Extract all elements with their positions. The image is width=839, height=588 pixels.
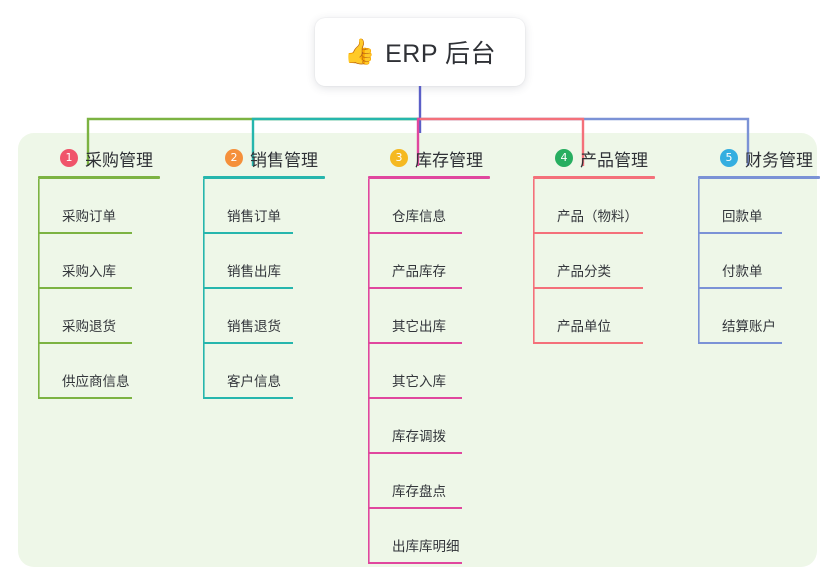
list-item[interactable]: 客户信息 [203,344,325,399]
list-item-underline [368,287,462,289]
list-item-label: 销售订单 [227,209,281,224]
column-underline-2 [203,176,325,179]
column-underline-4 [533,176,655,179]
list-item-label: 产品库存 [392,264,446,279]
list-item-label: 付款单 [722,264,763,279]
list-item-label: 结算账户 [722,319,776,334]
thumbs-up-icon: 👍 [343,37,376,66]
list-item-label: 销售出库 [227,264,281,279]
column-5: 5 财务管理回款单付款单结算账户 [698,146,820,344]
column-badge-2: 2 [225,149,243,167]
list-item-underline [368,562,462,564]
list-item-underline [368,342,462,344]
column-1: 1 采购管理采购订单采购入库采购退货供应商信息 [38,146,160,399]
list-item-label: 采购退货 [62,319,116,334]
columns-panel [18,133,817,567]
root-node[interactable]: 👍 ERP 后台 [315,18,525,86]
column-badge-3: 3 [390,149,408,167]
column-underline-3 [368,176,490,179]
column-title-1: 采购管理 [85,150,153,170]
column-title-5: 财务管理 [745,150,813,170]
list-item-underline [38,342,132,344]
list-item-underline [533,287,643,289]
list-item-underline [368,232,462,234]
list-item-label: 采购订单 [62,209,116,224]
column-header-3[interactable]: 3 库存管理 [368,146,483,170]
column-badge-5: 5 [720,149,738,167]
list-item[interactable]: 仓库信息 [368,179,490,234]
list-item-underline [368,397,462,399]
list-item-label: 销售退货 [227,319,281,334]
list-item-underline [368,452,462,454]
list-item[interactable]: 其它出库 [368,289,490,344]
column-items-5: 回款单付款单结算账户 [698,179,820,344]
list-item-label: 客户信息 [227,374,281,389]
list-item[interactable]: 销售出库 [203,234,325,289]
list-item-label: 产品分类 [557,264,611,279]
list-item-label: 其它入库 [392,374,446,389]
list-item[interactable]: 产品单位 [533,289,655,344]
column-items-2: 销售订单销售出库销售退货客户信息 [203,179,325,399]
list-item[interactable]: 采购退货 [38,289,160,344]
list-item-underline [368,507,462,509]
list-item[interactable]: 结算账户 [698,289,820,344]
list-item-underline [38,232,132,234]
list-item[interactable]: 销售退货 [203,289,325,344]
list-item-label: 仓库信息 [392,209,446,224]
column-title-3: 库存管理 [415,150,483,170]
list-item-underline [203,287,293,289]
list-item[interactable]: 产品库存 [368,234,490,289]
list-item[interactable]: 产品分类 [533,234,655,289]
list-item-underline [38,397,132,399]
column-title-4: 产品管理 [580,150,648,170]
list-item-label: 出库库明细 [392,539,460,554]
list-item-label: 库存盘点 [392,484,446,499]
list-item-underline [698,287,782,289]
list-item-underline [533,232,643,234]
column-header-1[interactable]: 1 采购管理 [38,146,153,170]
column-badge-1: 1 [60,149,78,167]
list-item[interactable]: 付款单 [698,234,820,289]
column-items-3: 仓库信息产品库存其它出库其它入库库存调拨库存盘点出库库明细 [368,179,490,564]
column-underline-1 [38,176,160,179]
list-item-label: 其它出库 [392,319,446,334]
list-item[interactable]: 回款单 [698,179,820,234]
list-item-label: 回款单 [722,209,763,224]
list-item[interactable]: 采购订单 [38,179,160,234]
list-item-underline [698,232,782,234]
list-item-underline [698,342,782,344]
list-item-underline [38,287,132,289]
list-item[interactable]: 库存盘点 [368,454,490,509]
list-item[interactable]: 采购入库 [38,234,160,289]
list-item-label: 库存调拨 [392,429,446,444]
column-badge-4: 4 [555,149,573,167]
list-item[interactable]: 其它入库 [368,344,490,399]
list-item-label: 供应商信息 [62,374,130,389]
column-3: 3 库存管理仓库信息产品库存其它出库其它入库库存调拨库存盘点出库库明细 [368,146,490,564]
column-header-2[interactable]: 2 销售管理 [203,146,318,170]
column-items-1: 采购订单采购入库采购退货供应商信息 [38,179,160,399]
column-title-2: 销售管理 [250,150,318,170]
column-items-4: 产品（物料） 产品分类产品单位 [533,179,655,344]
list-item[interactable]: 销售订单 [203,179,325,234]
column-header-5[interactable]: 5 财务管理 [698,146,813,170]
root-node-title: ERP 后台 [385,40,497,68]
list-item-underline [203,397,293,399]
column-2: 2 销售管理销售订单销售出库销售退货客户信息 [203,146,325,399]
list-item-underline [203,342,293,344]
list-item[interactable]: 产品（物料） [533,179,655,234]
list-item[interactable]: 库存调拨 [368,399,490,454]
list-item-label: 采购入库 [62,264,116,279]
list-item-underline [203,232,293,234]
column-underline-5 [698,176,820,179]
list-item-underline [533,342,643,344]
list-item-label: 产品单位 [557,319,611,334]
list-item-label: 产品（物料） [557,209,638,224]
list-item[interactable]: 出库库明细 [368,509,490,564]
column-4: 4 产品管理产品（物料） 产品分类产品单位 [533,146,655,344]
column-header-4[interactable]: 4 产品管理 [533,146,648,170]
list-item[interactable]: 供应商信息 [38,344,160,399]
